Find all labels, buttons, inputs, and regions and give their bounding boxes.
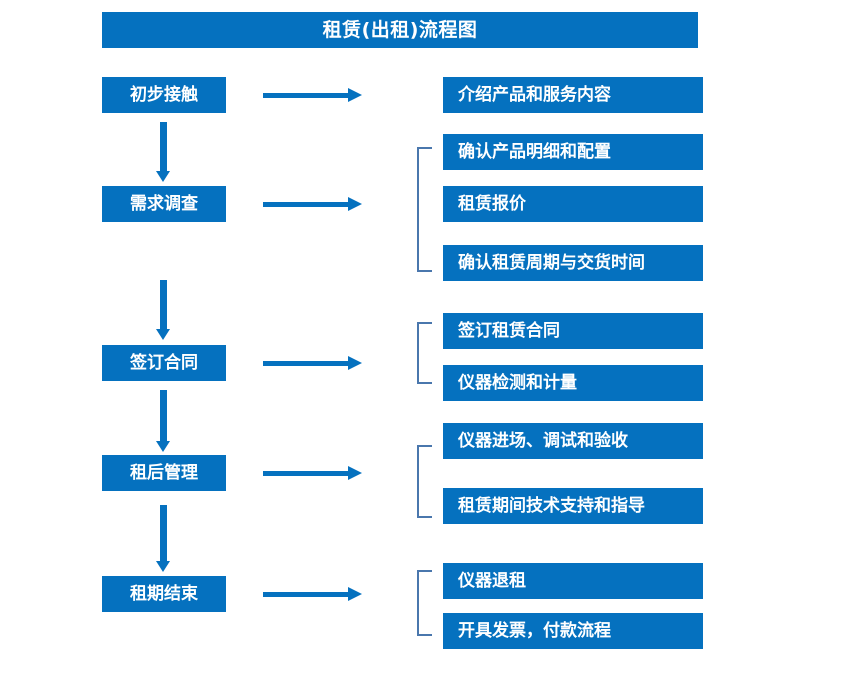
arrow-shaft <box>263 202 349 207</box>
stage-node-5[interactable]: 租期结束 <box>102 576 226 612</box>
arrow-shaft <box>160 505 167 561</box>
task-node-3[interactable]: 租赁报价 <box>443 186 703 222</box>
task-group-bracket-3 <box>417 445 432 518</box>
task-node-2-label: 确认产品明细和配置 <box>458 141 611 162</box>
arrow-shaft <box>263 471 349 476</box>
arrow-shaft <box>160 122 167 171</box>
task-node-7-label: 仪器进场、调试和验收 <box>458 430 628 451</box>
stage-node-2-label: 需求调查 <box>130 193 198 214</box>
right-arrow-icon-1 <box>263 88 362 102</box>
stage-node-1-label: 初步接触 <box>130 84 198 105</box>
task-node-5-label: 签订租赁合同 <box>458 320 560 341</box>
stage-node-4-label: 租后管理 <box>130 462 198 483</box>
arrow-head <box>156 561 170 572</box>
task-group-bracket-2 <box>417 322 432 384</box>
task-node-6-label: 仪器检测和计量 <box>458 372 577 393</box>
task-node-5[interactable]: 签订租赁合同 <box>443 313 703 349</box>
task-node-6[interactable]: 仪器检测和计量 <box>443 365 703 401</box>
task-node-10-label: 开具发票，付款流程 <box>458 620 611 641</box>
arrow-head <box>348 356 362 370</box>
stage-node-1[interactable]: 初步接触 <box>102 77 226 113</box>
task-node-10[interactable]: 开具发票，付款流程 <box>443 613 703 649</box>
task-node-9-label: 仪器退租 <box>458 570 526 591</box>
right-arrow-icon-3 <box>263 356 362 370</box>
arrow-shaft <box>160 390 167 441</box>
arrow-shaft <box>263 361 349 366</box>
down-arrow-icon-4 <box>156 505 171 572</box>
task-node-1[interactable]: 介绍产品和服务内容 <box>443 77 703 113</box>
arrow-head <box>156 329 170 340</box>
task-node-8[interactable]: 租赁期间技术支持和指导 <box>443 488 703 524</box>
chart-title-bar: 租赁(出租)流程图 <box>102 12 698 48</box>
chart-title: 租赁(出租)流程图 <box>322 18 478 41</box>
task-node-8-label: 租赁期间技术支持和指导 <box>458 495 645 516</box>
right-arrow-icon-5 <box>263 587 362 601</box>
task-node-4[interactable]: 确认租赁周期与交货时间 <box>443 245 703 281</box>
task-node-2[interactable]: 确认产品明细和配置 <box>443 134 703 170</box>
task-node-1-label: 介绍产品和服务内容 <box>458 84 611 105</box>
arrow-head <box>348 88 362 102</box>
down-arrow-icon-1 <box>156 122 171 182</box>
arrow-head <box>156 441 170 452</box>
down-arrow-icon-2 <box>156 280 171 340</box>
down-arrow-icon-3 <box>156 390 171 452</box>
task-group-bracket-1 <box>417 147 432 272</box>
arrow-head <box>348 466 362 480</box>
right-arrow-icon-2 <box>263 197 362 211</box>
stage-node-4[interactable]: 租后管理 <box>102 455 226 491</box>
right-arrow-icon-4 <box>263 466 362 480</box>
task-node-4-label: 确认租赁周期与交货时间 <box>458 252 645 273</box>
arrow-shaft <box>263 93 349 98</box>
task-node-9[interactable]: 仪器退租 <box>443 563 703 599</box>
task-node-7[interactable]: 仪器进场、调试和验收 <box>443 423 703 459</box>
arrow-head <box>348 587 362 601</box>
task-group-bracket-4 <box>417 570 432 636</box>
arrow-head <box>156 171 170 182</box>
arrow-head <box>348 197 362 211</box>
task-node-3-label: 租赁报价 <box>458 193 526 214</box>
stage-node-5-label: 租期结束 <box>130 583 198 604</box>
stage-node-2[interactable]: 需求调查 <box>102 186 226 222</box>
arrow-shaft <box>263 592 349 597</box>
arrow-shaft <box>160 280 167 329</box>
stage-node-3-label: 签订合同 <box>130 352 198 373</box>
stage-node-3[interactable]: 签订合同 <box>102 345 226 381</box>
